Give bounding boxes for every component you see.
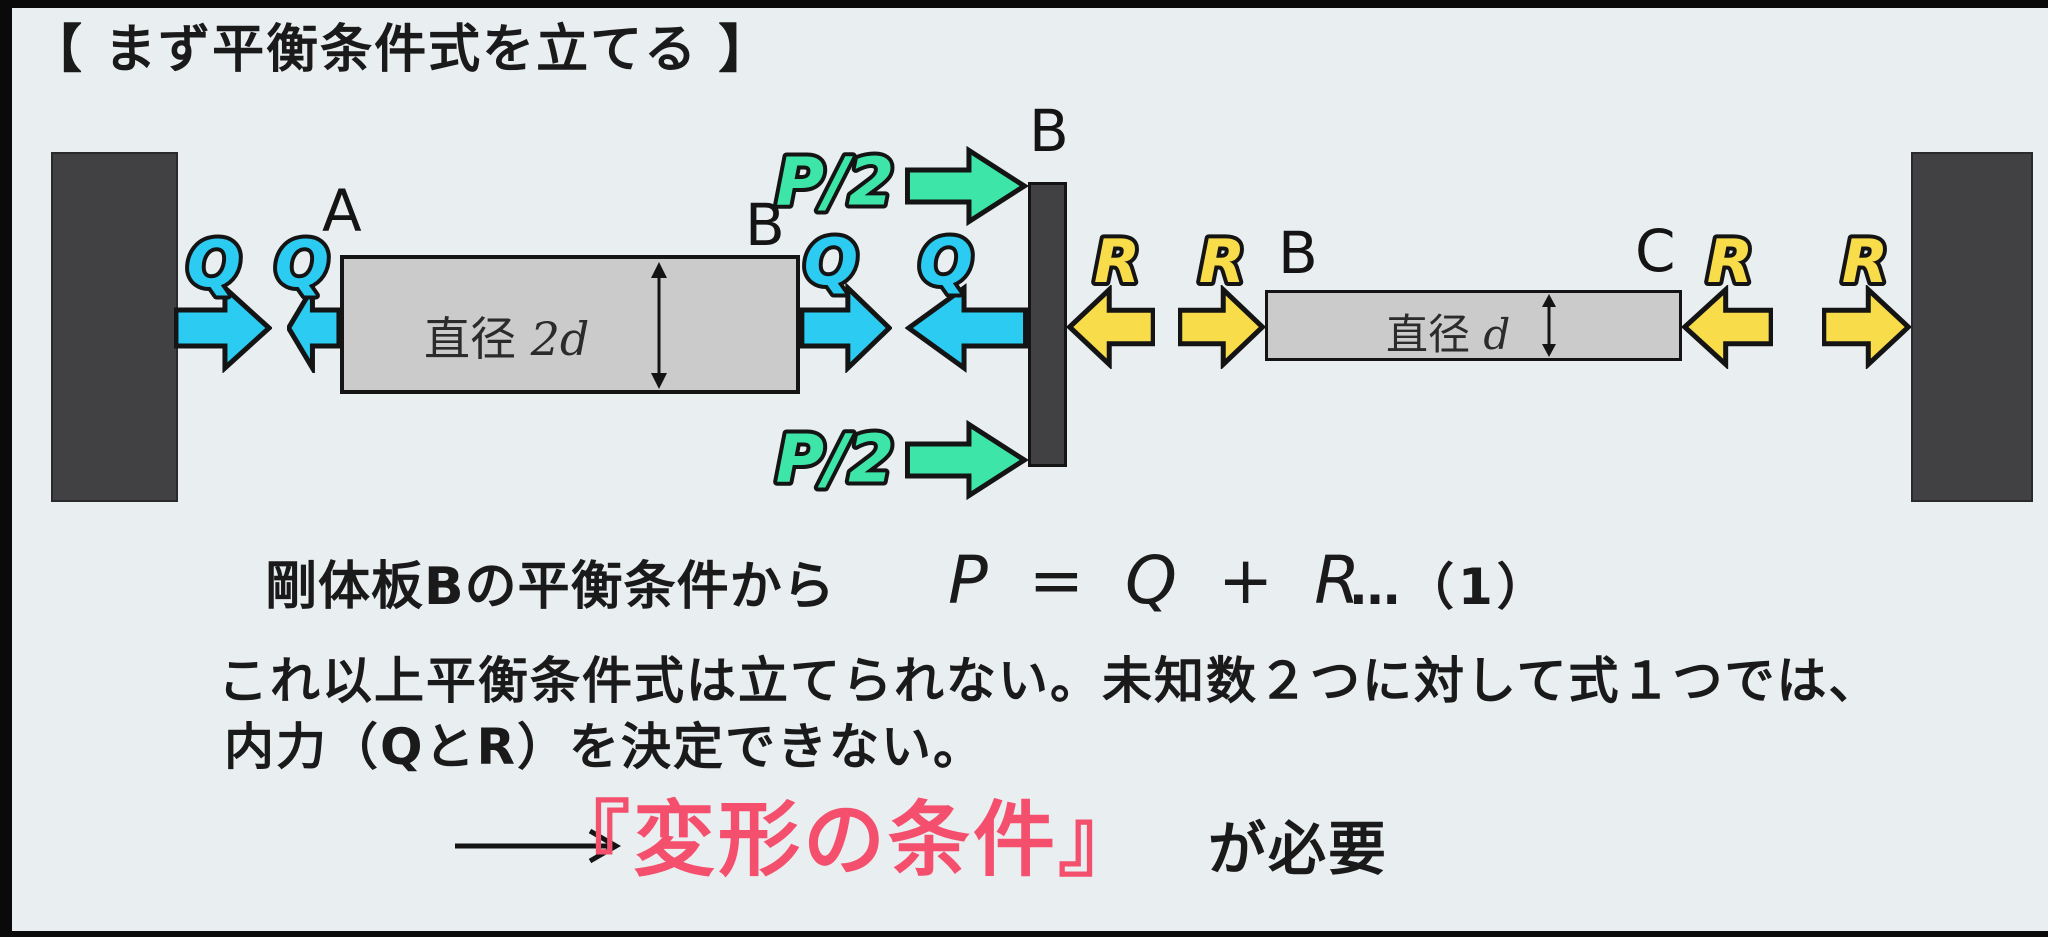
svg-text:Q: Q (275, 228, 329, 302)
bar-ab-diameter-arrow-icon (651, 262, 667, 389)
q-arrow-from-left-wall (174, 283, 272, 373)
bar-bc-diameter-prefix: 直径 (1386, 310, 1471, 359)
svg-text:Q: Q (187, 228, 241, 302)
r-arrow-into-bar-bc-right (1682, 285, 1773, 369)
svg-text:Q: Q (804, 226, 858, 300)
page-title: 【 まず平衡条件式を立てる 】 (30, 20, 773, 80)
p-half-label-top: P/2 (772, 140, 898, 225)
bar-ab: 直径 2d (340, 255, 800, 394)
bar-ab-diameter-prefix: 直径 (424, 312, 516, 366)
bar-bc-diameter-value: d (1483, 310, 1511, 359)
q-arrow-into-bar-ab-left (287, 283, 340, 373)
point-label-a: A (322, 177, 362, 245)
frame-edge-left (0, 0, 12, 937)
svg-text:R: R (1199, 227, 1245, 297)
point-label-b-plate: B (1029, 97, 1069, 165)
equilibrium-lead-text: 剛体板Bの平衡条件から (265, 557, 836, 617)
r-label-1: R (1090, 224, 1144, 300)
q-arrow-from-bar-ab-right (800, 283, 892, 373)
q-label-2: Q (271, 225, 333, 305)
svg-text:R: R (1094, 227, 1140, 297)
p-half-arrow-top (905, 146, 1028, 226)
q-label-4: Q (915, 223, 977, 303)
bar-bc-diameter-label: 直径 d (1386, 301, 1510, 362)
r-label-2: R (1195, 224, 1249, 300)
bar-ab-diameter-label: 直径 2d (424, 303, 589, 369)
r-arrow-into-bar-bc-left (1178, 285, 1265, 369)
equilibrium-equation: P = Q + R (948, 542, 1368, 619)
q-arrow-from-plate-left (905, 283, 1028, 373)
svg-text:R: R (1707, 227, 1753, 297)
implies-arrow-icon (455, 828, 622, 864)
r-arrow-into-right-wall (1822, 285, 1911, 369)
r-arrow-into-plate-right (1067, 285, 1155, 369)
r-label-3: R (1703, 224, 1757, 300)
bar-ab-diameter-value: 2d (530, 312, 590, 366)
point-label-b-bar-ab: B (745, 191, 785, 259)
equation-number: …（1） (1350, 558, 1551, 616)
frame-edge-bottom (0, 931, 2048, 937)
q-label-3: Q (800, 223, 862, 303)
explanation-line-2: 内力（QとR）を決定できない。 (224, 718, 986, 776)
point-label-b-bar-bc: B (1278, 219, 1318, 287)
conclusion-suffix: が必要 (1208, 815, 1389, 883)
p-half-arrow-bottom (905, 420, 1028, 500)
frame-edge-top (0, 0, 2048, 8)
bar-bc-diameter-arrow-icon (1542, 294, 1556, 357)
diagram: 直径 2d 直径 d A B B B (51, 97, 2033, 502)
svg-text:P/2: P/2 (776, 421, 894, 498)
svg-text:Q: Q (919, 226, 973, 300)
conclusion-highlight: 『変形の条件』 (548, 793, 1144, 888)
q-label-1: Q (183, 225, 245, 305)
svg-text:R: R (1842, 227, 1888, 297)
p-half-label-bottom: P/2 (772, 417, 898, 502)
left-wall (51, 152, 178, 502)
r-label-4: R (1838, 224, 1892, 300)
bar-bc: 直径 d (1265, 290, 1682, 361)
rigid-plate-b (1028, 182, 1067, 467)
svg-text:P/2: P/2 (776, 144, 894, 221)
right-wall (1911, 152, 2033, 502)
point-label-c: C (1635, 217, 1676, 285)
explanation-line-1: これ以上平衡条件式は立てられない。未知数２つに対して式１つでは、 (218, 652, 1881, 710)
